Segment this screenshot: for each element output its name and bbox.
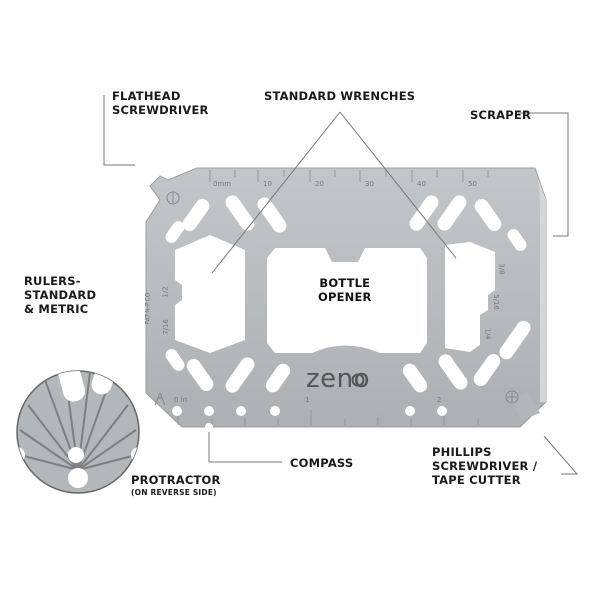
patent-mark: PAT.N-P.CO <box>144 292 152 325</box>
label-bottle-opener: BOTTLE OPENER <box>318 276 372 304</box>
label-scraper: SCRAPER <box>470 108 532 122</box>
label-line: OPENER <box>318 290 372 304</box>
flathead-icon <box>166 191 180 205</box>
label-phillips: PHILLIPS SCREWDRIVER / TAPE CUTTER <box>432 445 537 487</box>
metric-tick-label: 0mm <box>213 180 232 188</box>
label-line: SCREWDRIVER <box>112 103 209 117</box>
label-compass: COMPASS <box>290 456 354 470</box>
metric-tick-label: 20 <box>315 180 324 188</box>
left-wrench-hole <box>175 235 245 353</box>
metric-tick-label: 10 <box>263 180 272 188</box>
compass-icon <box>154 391 166 406</box>
inch-ruler <box>177 410 479 425</box>
label-line: PHILLIPS <box>432 445 492 459</box>
wrench-size: 1/2 <box>161 286 170 298</box>
wrench-size: 7/16 <box>161 319 170 335</box>
label-wrenches: STANDARD WRENCHES <box>264 89 416 103</box>
label-line: TAPE CUTTER <box>432 473 521 487</box>
compass-holes <box>172 406 447 431</box>
card-cutouts <box>165 195 531 431</box>
label-rulers: RULERS- STANDARD & METRIC <box>24 274 96 316</box>
label-line: FLATHEAD <box>112 89 181 103</box>
slots <box>165 195 531 393</box>
right-wrench-hole <box>445 242 495 352</box>
label-line: RULERS- <box>24 274 81 288</box>
bottle-opener-hole <box>267 248 427 353</box>
inch-tick-label: 1 <box>305 396 310 404</box>
label-line: & METRIC <box>24 302 89 316</box>
metric-tick-label: 30 <box>365 180 374 188</box>
leader-lines <box>103 95 579 475</box>
label-line: BOTTLE <box>319 276 371 290</box>
brand-logo: zeno <box>306 364 371 394</box>
label-line: SCREWDRIVER / <box>432 459 538 473</box>
wrench-size: 1/4 <box>483 328 492 340</box>
label-protractor: PROTRACTOR <box>131 473 221 487</box>
metric-tick-label: 40 <box>417 180 426 188</box>
label-protractor-note: (ON REVERSE SIDE) <box>131 488 217 497</box>
label-flathead: FLATHEAD SCREWDRIVER <box>112 89 209 117</box>
protractor-detail <box>16 370 140 494</box>
inch-tick-label: 0 in <box>174 396 188 404</box>
metric-tick-label: 50 <box>468 180 477 188</box>
multitool-card <box>145 167 547 431</box>
wrench-size: 5/16 <box>491 294 500 310</box>
label-line: STANDARD <box>24 288 97 302</box>
metric-ruler <box>209 170 489 182</box>
wrench-size: 3/8 <box>497 263 506 275</box>
phillips-icon <box>505 390 519 404</box>
logo-o <box>351 373 365 387</box>
inch-tick-label: 2 <box>437 396 442 404</box>
